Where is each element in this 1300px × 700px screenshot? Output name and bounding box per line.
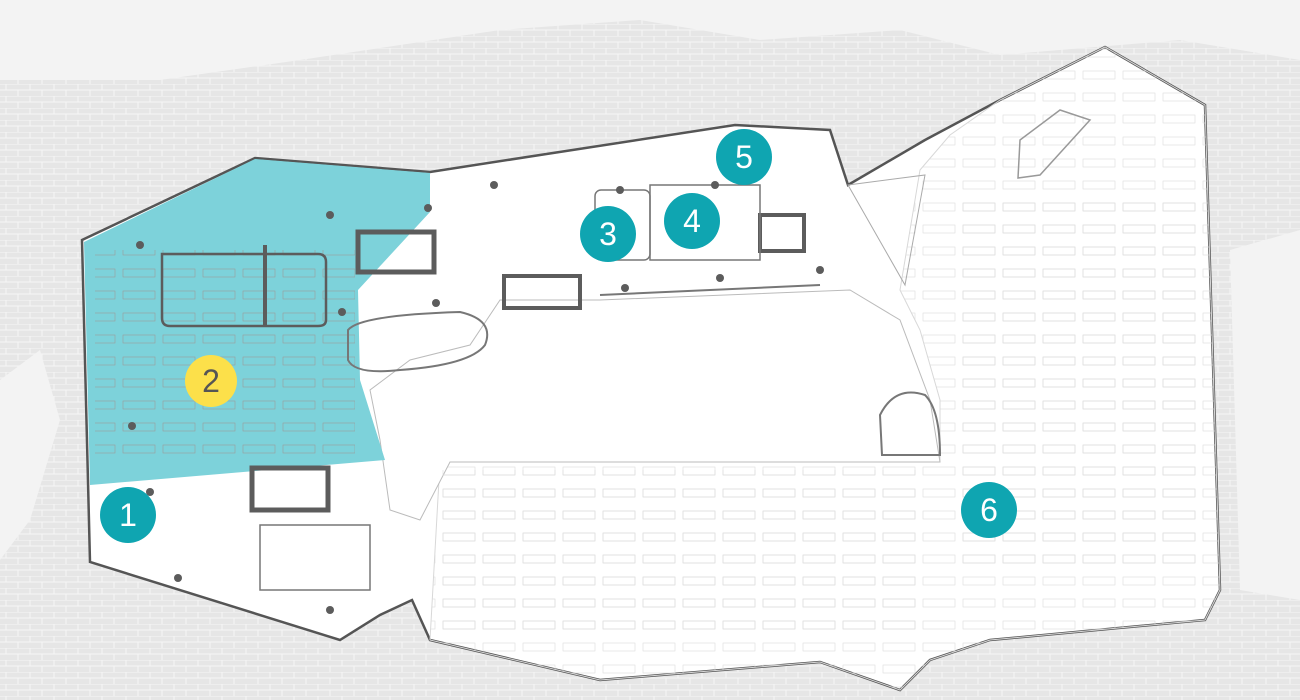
room — [259, 524, 371, 591]
stairs — [347, 310, 489, 373]
marker-label: 2 — [202, 363, 220, 399]
elevator-core — [502, 274, 582, 310]
background-light-area — [0, 0, 1300, 80]
stairs — [878, 391, 942, 456]
location-marker-3[interactable]: 3 — [580, 206, 636, 262]
atrium — [369, 289, 941, 521]
column-dots — [128, 181, 824, 614]
marker-label: 5 — [735, 139, 753, 175]
stairs — [1017, 109, 1092, 179]
desk-rows — [440, 470, 920, 630]
location-marker-6[interactable]: 6 — [961, 482, 1017, 538]
stair-core — [249, 465, 331, 513]
terrace — [847, 174, 926, 287]
location-marker-2[interactable]: 2 — [185, 355, 237, 407]
background-light-area — [1230, 230, 1300, 600]
location-marker-1[interactable]: 1 — [100, 487, 156, 543]
location-marker-5[interactable]: 5 — [716, 129, 772, 185]
marker-label: 1 — [119, 497, 137, 533]
desk-rows — [95, 250, 355, 465]
location-marker-4[interactable]: 4 — [664, 193, 720, 249]
background-light-area — [0, 350, 60, 560]
stair-core — [355, 229, 437, 275]
marker-label: 6 — [980, 492, 998, 528]
marker-label: 4 — [683, 203, 701, 239]
restroom-core — [160, 252, 328, 328]
marker-label: 3 — [599, 216, 617, 252]
